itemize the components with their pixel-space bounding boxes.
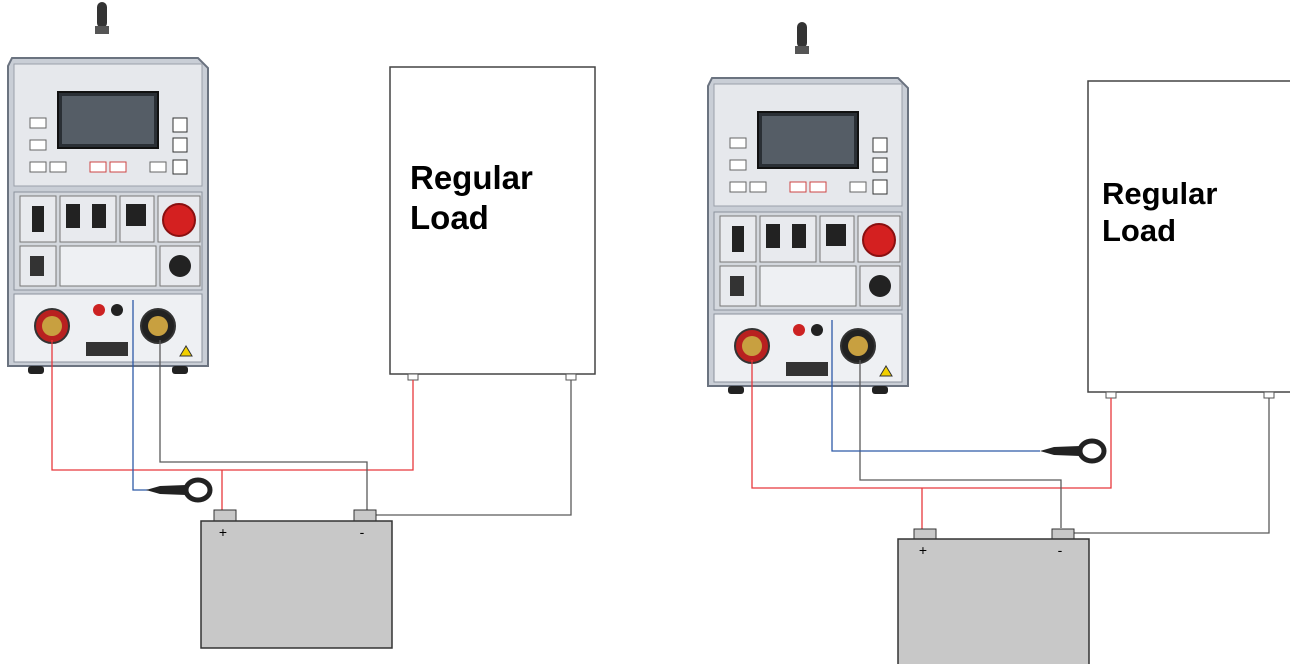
left-regular-load-box <box>389 66 596 375</box>
right-load-label: Regular Load <box>1102 176 1218 248</box>
left-terminal-negative: - <box>360 524 365 540</box>
left-setup <box>7 1 596 649</box>
right-regular-load-box <box>1087 80 1290 393</box>
left-terminal-positive: + <box>219 524 227 540</box>
right-wires <box>751 320 1270 534</box>
left-battery <box>200 509 393 649</box>
right-setup <box>707 21 1290 664</box>
right-terminal-negative: - <box>1058 542 1063 558</box>
left-load-label: Regular Load <box>410 159 533 236</box>
right-terminal-positive: + <box>919 542 927 558</box>
right-battery <box>897 528 1090 664</box>
left-battery-load-unit <box>7 1 209 375</box>
left-wires <box>51 300 572 518</box>
right-current-clamp <box>1040 441 1104 461</box>
left-current-clamp <box>146 480 210 500</box>
right-battery-load-unit <box>707 21 909 395</box>
